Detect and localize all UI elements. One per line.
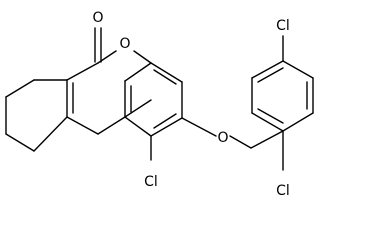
bond-c6-o5	[97, 50, 117, 64]
bond-aryl-inner-b	[257, 67, 284, 83]
bond-c2-c1	[124, 116, 152, 137]
atom-labels: O O O Cl Cl Cl	[92, 10, 289, 199]
bond-c4b-c4a	[124, 99, 152, 118]
bond-aryl-6	[251, 112, 284, 132]
atom-chlorine-core: Cl	[144, 174, 158, 190]
bond-c9-c10	[5, 133, 35, 152]
atom-chlorine-bottom: Cl	[276, 183, 290, 199]
bond-c3-c2	[150, 117, 183, 137]
bond-c4b-c4a	[124, 62, 152, 82]
bond-c10b-c4b	[97, 116, 126, 135]
bond-network	[5, 27, 314, 171]
atom-carbonyl-oxygen: O	[92, 10, 103, 26]
bond-c7-c8	[5, 79, 35, 98]
bond-c10-c10a	[33, 116, 68, 152]
bond-o-ch2	[229, 135, 252, 149]
chemical-structure: O O O Cl Cl Cl	[5, 10, 314, 199]
bond-aryl-1	[282, 112, 314, 132]
bond-c3-o-ether	[181, 117, 217, 137]
bond-c4a-c4	[150, 62, 183, 83]
atom-ether-oxygen: O	[217, 130, 228, 146]
bond-aryl-3	[282, 60, 314, 79]
bond-ch2-aryl	[250, 130, 284, 149]
atom-chlorine-top: Cl	[276, 18, 290, 34]
bond-aryl-4	[251, 60, 284, 79]
bond-c10a-c10b	[66, 116, 99, 135]
atom-ring-oxygen: O	[119, 36, 130, 52]
bond-core-inner-b	[153, 113, 177, 129]
bond-o5-c4a	[133, 50, 152, 64]
bond-aryl-inner-c	[257, 108, 284, 124]
bond-core-inner-a	[153, 69, 177, 85]
bond-c6-c6a	[66, 62, 99, 81]
